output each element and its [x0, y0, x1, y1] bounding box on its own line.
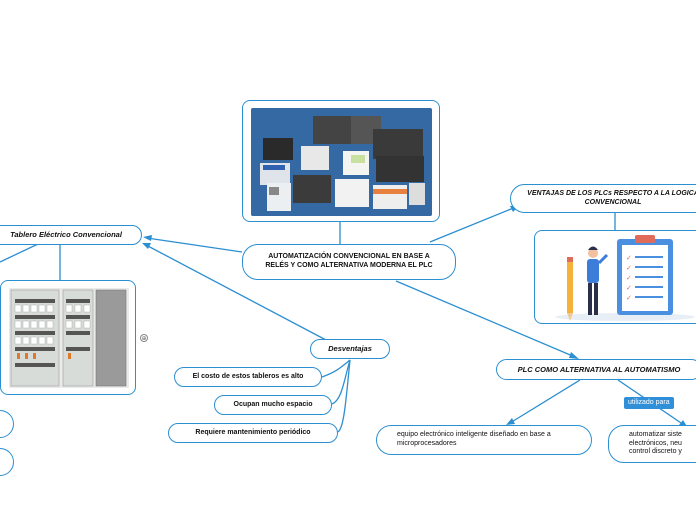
checklist-illustration-box: ✓ ✓ ✓ ✓ ✓	[534, 230, 696, 324]
automatizar-label: automatizar siste electrónicos, neu cont…	[629, 430, 682, 456]
plc-alternativa-node[interactable]: PLC COMO ALTERNATIVA AL AUTOMATISMO	[496, 359, 696, 380]
utilizado-para-tag: utilizado para	[624, 397, 674, 410]
link-central-tablero	[146, 237, 243, 253]
utilizado-para-label: utilizado para	[628, 399, 670, 406]
tablero-node[interactable]: Tablero Eléctrico Convencional	[0, 225, 142, 245]
desventajas-label: Desventajas	[328, 344, 372, 354]
equipo-label: equipo electrónico inteligente diseñado …	[397, 431, 551, 447]
svg-text:✓: ✓	[626, 264, 632, 272]
central-topic[interactable]: AUTOMATIZACIÓN CONVENCIONAL EN BASE A RE…	[242, 244, 456, 280]
central-topic-label: AUTOMATIZACIÓN CONVENCIONAL EN BASE A RE…	[265, 253, 433, 269]
link-tablero-left	[0, 243, 39, 263]
desventaja-item-3[interactable]: Requiere mantenimiento periódico	[168, 423, 338, 443]
link-central-plc	[395, 280, 576, 358]
ventajas-label: VENTAJAS DE LOS PLCs RESPECTO A LA LOGIC…	[527, 189, 696, 206]
plc-alternativa-label: PLC COMO ALTERNATIVA AL AUTOMATISMO	[517, 364, 681, 374]
link-plc-equipo	[509, 379, 581, 424]
link-desv-item1	[321, 359, 351, 378]
link-desv-item3	[337, 359, 351, 433]
tablero-photo	[0, 280, 136, 395]
desventajas-node[interactable]: Desventajas	[310, 339, 390, 359]
desventaja-item-2[interactable]: Ocupan mucho espacio	[214, 395, 332, 415]
svg-text:✓: ✓	[626, 284, 632, 292]
desventaja-item-3-label: Requiere mantenimiento periódico	[195, 428, 311, 436]
svg-text:✓: ✓	[626, 254, 632, 262]
person-checklist-illustration: ✓ ✓ ✓ ✓ ✓	[555, 235, 695, 321]
plc-devices-illustration	[251, 108, 432, 216]
automatizar-node[interactable]: automatizar siste electrónicos, neu cont…	[608, 425, 696, 463]
tablero-label: Tablero Eléctrico Convencional	[10, 230, 122, 240]
equipo-node[interactable]: equipo electrónico inteligente diseñado …	[376, 425, 592, 455]
electrical-cabinet-illustration	[9, 288, 129, 388]
desventaja-item-1[interactable]: El costo de estos tableros es alto	[174, 367, 322, 387]
link-desv-item2	[331, 359, 351, 405]
attachment-icon[interactable]: ⊕	[140, 334, 148, 342]
link-desventajas-tablero	[145, 244, 327, 341]
desventaja-item-2-label: Ocupan mucho espacio	[233, 400, 313, 408]
ventajas-node[interactable]: VENTAJAS DE LOS PLCs RESPECTO A LA LOGIC…	[510, 184, 696, 213]
link-central-ventajas	[429, 206, 517, 243]
desventaja-item-1-label: El costo de estos tableros es alto	[192, 372, 304, 380]
plc-photo	[242, 100, 440, 222]
svg-text:✓: ✓	[626, 294, 632, 302]
svg-text:✓: ✓	[626, 274, 632, 282]
